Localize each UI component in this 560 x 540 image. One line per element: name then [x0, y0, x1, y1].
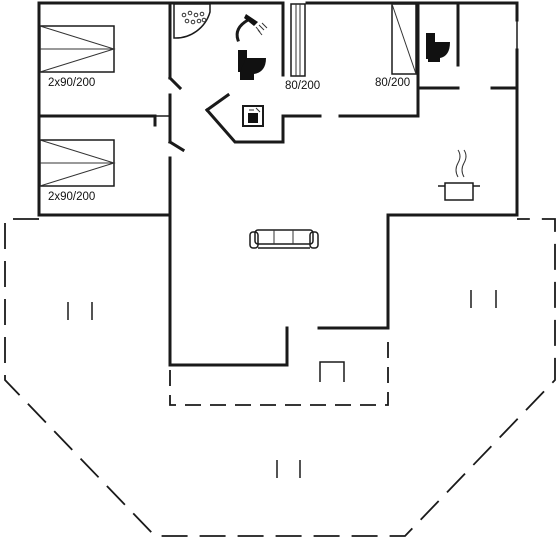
- toilet-icon: [238, 50, 266, 80]
- bed-single-right-label: 80/200: [375, 77, 410, 89]
- stove-icon: [438, 149, 480, 201]
- bed-lower-label: 2x90/200: [48, 191, 95, 203]
- toilet-right-icon: [426, 33, 450, 62]
- bed-lower: [39, 139, 116, 187]
- bed-single-left: [290, 3, 306, 77]
- terrace-inner: [169, 335, 389, 406]
- bed-single-right: [391, 3, 417, 75]
- bed-upper-label: 2x90/200: [48, 77, 95, 89]
- exterior-walls: [37, 1, 519, 367]
- interior-walls: [37, 1, 519, 217]
- porch-step: [319, 361, 345, 382]
- washing-machine-icon: [242, 105, 264, 127]
- bed-upper: [39, 25, 116, 73]
- terrace-outline: [4, 218, 556, 537]
- bed-single-left-label: 80/200: [285, 80, 320, 92]
- shower-icon: [235, 14, 268, 42]
- terrace-marks: [67, 290, 497, 478]
- bathtub-icon: [173, 3, 211, 39]
- sofa-icon: [249, 229, 319, 249]
